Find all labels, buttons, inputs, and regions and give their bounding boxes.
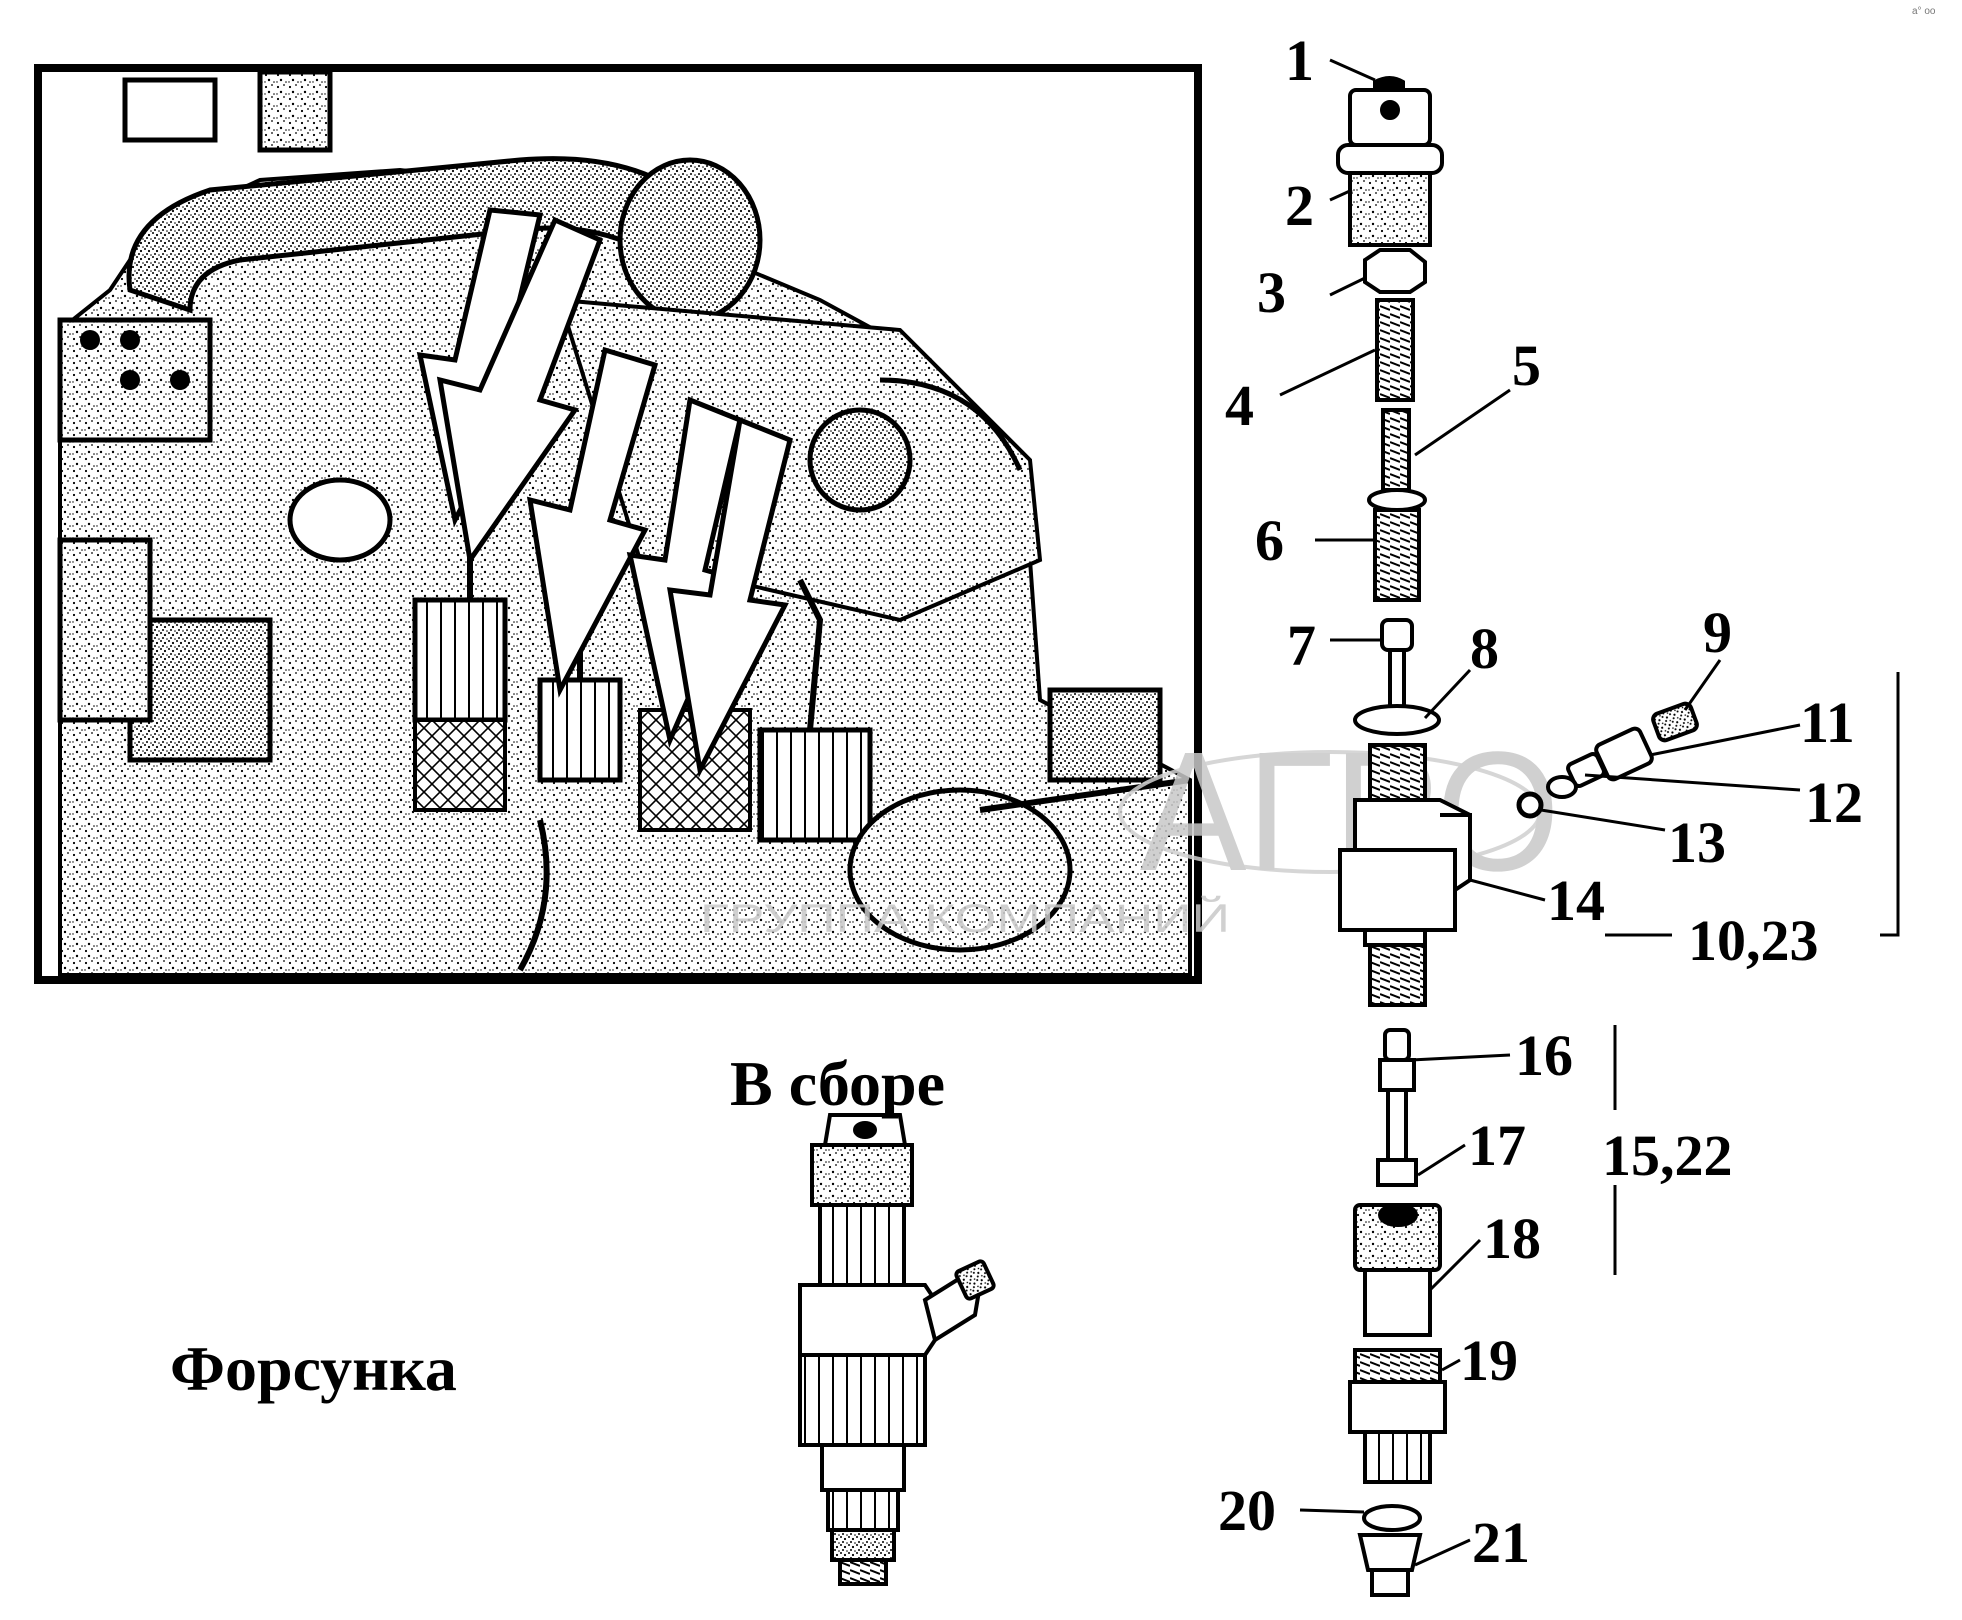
label-8: 8 (1470, 616, 1499, 681)
label-4: 4 (1225, 373, 1254, 438)
part-3-hex-nut (1363, 248, 1427, 294)
part-6-spring (1367, 488, 1427, 602)
label-13: 13 (1668, 810, 1726, 875)
part-19-cap-nut (1348, 1348, 1447, 1484)
label-6: 6 (1255, 508, 1284, 573)
part-8-washer (1353, 704, 1441, 736)
leader-lines (1279, 58, 1801, 1567)
corner-mark: a° oo (1912, 6, 1936, 17)
part-17-rod (1376, 1088, 1418, 1187)
part-21-sprayer (1357, 1533, 1423, 1572)
label-3: 3 (1257, 260, 1286, 325)
part-7-pusher (1380, 618, 1414, 712)
label-19: 19 (1460, 1328, 1518, 1393)
label-1: 1 (1285, 28, 1314, 93)
part-5-rod (1381, 408, 1411, 492)
label-11: 11 (1800, 690, 1855, 755)
watermark: АГРО ГРУППА КОМПАНИЙ (700, 717, 1560, 941)
engine-illustration (34, 64, 1202, 984)
label-7: 7 (1287, 613, 1316, 678)
part-16-pin (1378, 1028, 1416, 1092)
caption-title: Форсунка (170, 1333, 457, 1404)
bracket-10-23 (1605, 672, 1900, 937)
part-4-screw (1375, 298, 1415, 402)
part-14-body (1338, 743, 1472, 1007)
label-2: 2 (1285, 173, 1314, 238)
part-20-washer (1362, 1504, 1422, 1532)
part-9-fitting (1651, 701, 1699, 743)
label-9: 9 (1703, 600, 1732, 665)
part-13-ring (1516, 791, 1544, 819)
label-21: 21 (1472, 1510, 1530, 1575)
label-group-10-23: 10,23 (1688, 908, 1819, 973)
assembled-injector (798, 1113, 996, 1586)
part-12-washer (1546, 775, 1578, 799)
label-12: 12 (1805, 770, 1863, 835)
label-14: 14 (1547, 868, 1605, 933)
part-2-nut (1336, 88, 1444, 247)
caption-assembly: В сборе (730, 1048, 945, 1119)
label-20: 20 (1218, 1478, 1276, 1543)
part-18-sleeve (1353, 1203, 1442, 1337)
part-12-nipple (1566, 752, 1606, 788)
label-5: 5 (1512, 333, 1541, 398)
label-16: 16 (1515, 1023, 1573, 1088)
label-group-15-22: 15,22 (1602, 1123, 1733, 1188)
label-18: 18 (1483, 1206, 1541, 1271)
label-17: 17 (1468, 1113, 1526, 1178)
part-labels: 1 2 3 4 5 6 7 8 9 11 12 13 14 16 17 18 1… (1218, 28, 1863, 1575)
watermark-subtitle: ГРУППА КОМПАНИЙ (700, 895, 1230, 941)
exploded-parts (1336, 76, 1699, 1597)
